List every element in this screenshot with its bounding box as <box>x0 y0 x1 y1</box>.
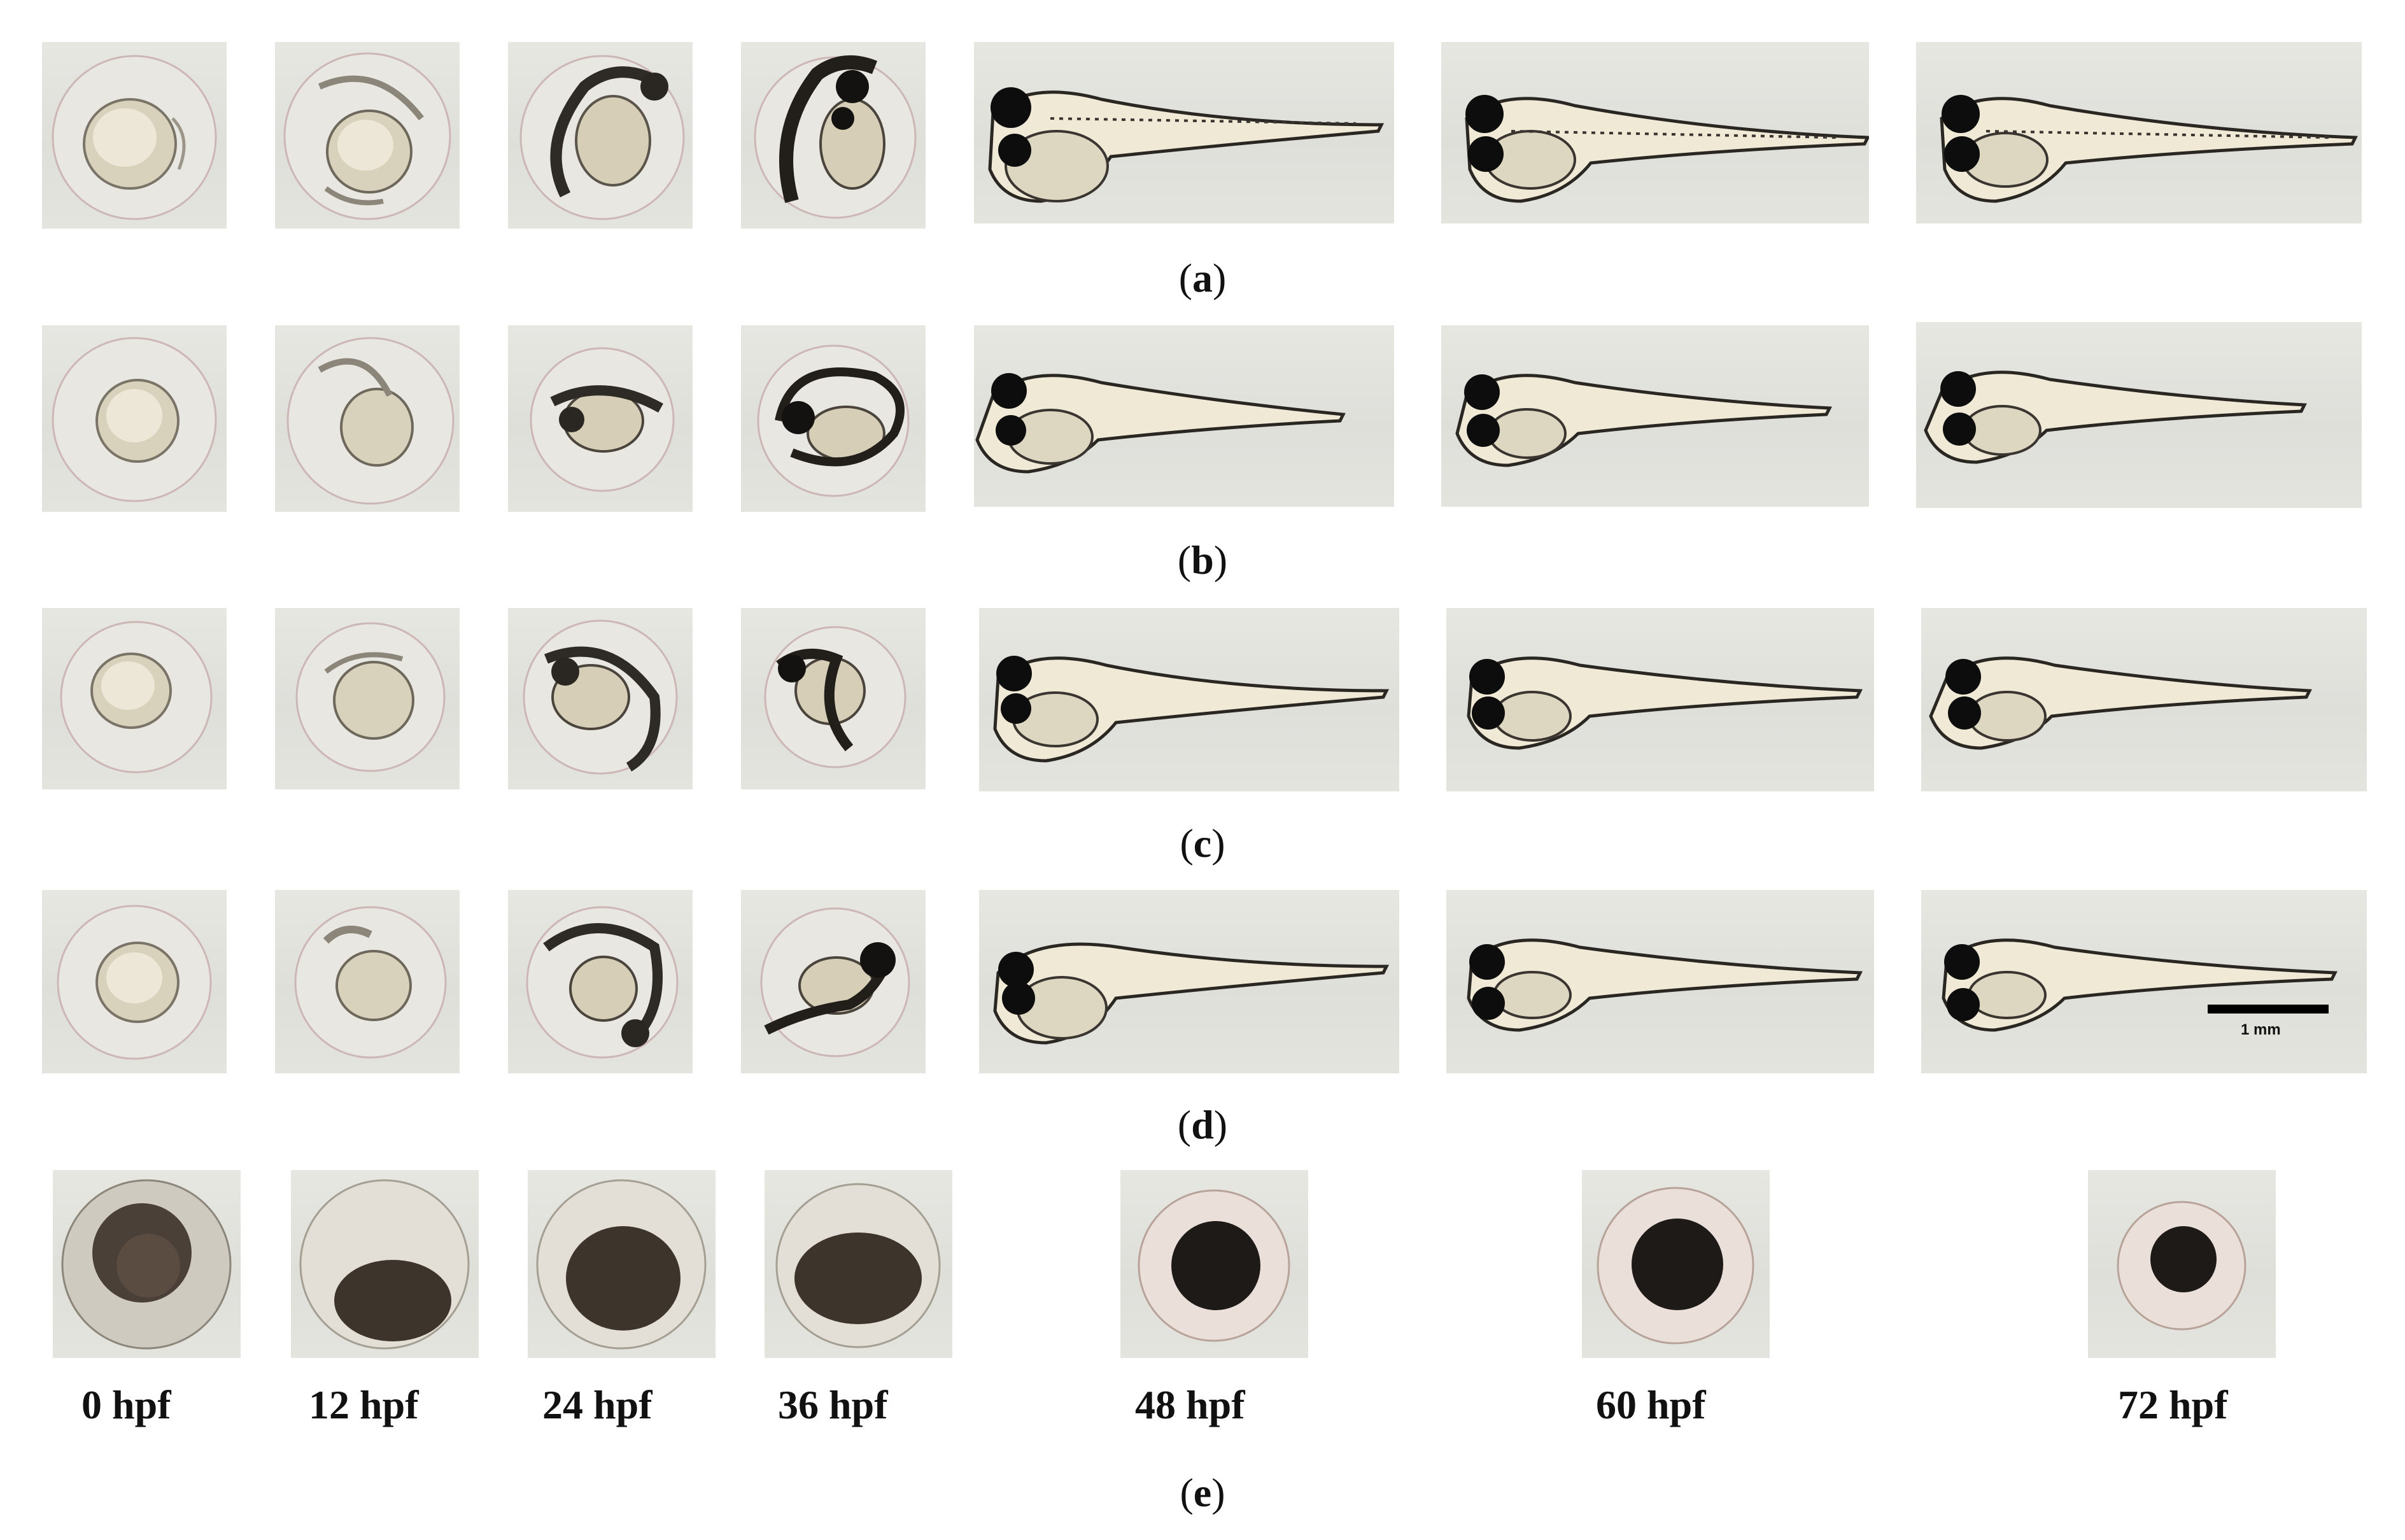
time-label-48hpf: 48 hpf <box>1135 1382 1245 1427</box>
larva-image-d-72hpf: 1 mm <box>1921 890 2367 1073</box>
embryo-image-c-24hpf <box>508 608 693 789</box>
embryo-image-c-36hpf <box>741 608 926 789</box>
larva-image-d-48hpf <box>979 890 1399 1073</box>
scale-bar-label: 1 mm <box>2241 1021 2281 1038</box>
embryo-image-a-24hpf <box>508 42 693 229</box>
scale-bar <box>2208 1005 2329 1014</box>
time-label-72hpf: 72 hpf <box>2118 1382 2228 1427</box>
larva-image-a-48hpf <box>974 42 1394 223</box>
panel-label-b: (b) <box>1177 537 1228 583</box>
time-label-36hpf: 36 hpf <box>778 1382 888 1427</box>
larva-image-b-60hpf <box>1441 325 1869 507</box>
embryo-image-e-12hpf <box>291 1170 479 1358</box>
larva-image-b-48hpf <box>974 325 1394 507</box>
embryo-image-e-72hpf <box>2088 1170 2276 1358</box>
larva-image-c-60hpf <box>1446 608 1874 791</box>
panel-label-e: (e) <box>1180 1470 1225 1515</box>
embryo-image-b-36hpf <box>741 325 926 512</box>
time-label-60hpf: 60 hpf <box>1596 1382 1706 1427</box>
embryo-image-b-0hpf <box>42 325 227 512</box>
embryo-image-c-12hpf <box>275 608 460 789</box>
embryo-image-d-24hpf <box>508 890 693 1073</box>
larva-image-c-48hpf <box>979 608 1399 791</box>
larva-image-a-60hpf <box>1441 42 1869 223</box>
larva-image-a-72hpf <box>1916 42 2362 223</box>
embryo-image-e-0hpf <box>53 1170 241 1358</box>
embryo-image-e-36hpf <box>765 1170 952 1358</box>
panel-label-a: (a) <box>1178 255 1227 300</box>
time-label-12hpf: 12 hpf <box>309 1382 419 1427</box>
embryo-image-d-12hpf <box>275 890 460 1073</box>
embryo-image-c-0hpf <box>42 608 227 789</box>
embryo-image-e-48hpf <box>1120 1170 1308 1358</box>
larva-image-c-72hpf <box>1921 608 2367 791</box>
embryo-image-b-12hpf <box>275 325 460 512</box>
embryo-image-e-60hpf <box>1582 1170 1770 1358</box>
panel-label-d: (d) <box>1177 1102 1228 1147</box>
embryo-image-d-36hpf <box>741 890 926 1073</box>
embryo-image-d-0hpf <box>42 890 227 1073</box>
larva-image-b-72hpf <box>1916 322 2362 508</box>
embryo-image-a-0hpf <box>42 42 227 229</box>
embryo-image-a-36hpf <box>741 42 926 229</box>
time-label-0hpf: 0 hpf <box>81 1382 171 1427</box>
embryo-image-b-24hpf <box>508 325 693 512</box>
larva-image-d-60hpf <box>1446 890 1874 1073</box>
time-label-24hpf: 24 hpf <box>542 1382 652 1427</box>
embryo-image-e-24hpf <box>528 1170 716 1358</box>
embryo-image-a-12hpf <box>275 42 460 229</box>
panel-label-c: (c) <box>1180 821 1225 866</box>
